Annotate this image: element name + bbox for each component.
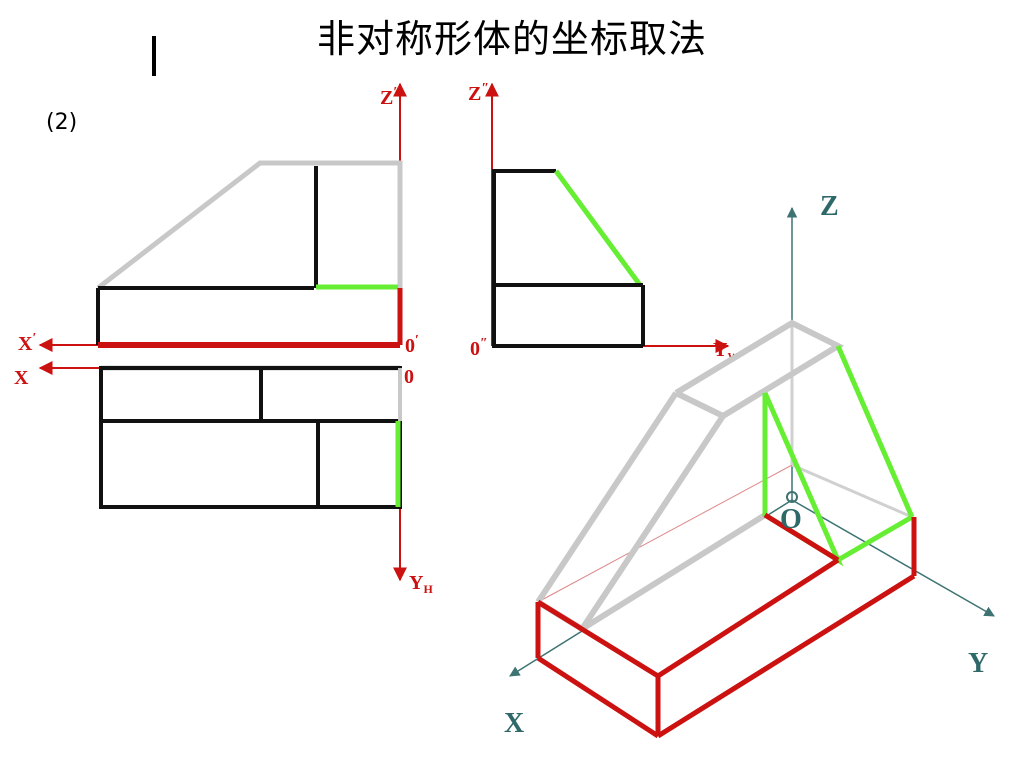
iso-origin-dot: [786, 491, 798, 503]
front-view-origin-label: 0′: [405, 333, 419, 357]
iso-x-label: X: [504, 708, 524, 739]
iso-y-label: Y: [968, 648, 988, 679]
figure-number-label: (2): [46, 110, 78, 135]
iso-red-left-bottom: [536, 655, 660, 739]
iso-red-top-back: [763, 512, 840, 563]
front-view-slope-edge: [96, 160, 403, 290]
iso-red-front-bottom: [656, 573, 916, 739]
iso-red-top-front: [656, 557, 840, 679]
top-view-x-label: X: [14, 367, 29, 389]
iso-grey-step-edge: [580, 512, 767, 632]
front-view: X′ Z′ 0′: [18, 82, 419, 357]
front-view-z-label: Z′: [380, 85, 397, 109]
iso-hidden-base-line: [537, 464, 793, 603]
iso-grey-hidden-base: [791, 463, 913, 519]
text-cursor-bar: [152, 36, 156, 76]
iso-green-back-slope: [835, 345, 915, 518]
slide-title: 非对称形体的坐标取法: [316, 17, 707, 61]
iso-red-top-left: [536, 599, 660, 679]
top-view: X 0 YH: [14, 361, 433, 596]
iso-green-base-edge: [836, 514, 914, 563]
top-view-origin-label: 0: [404, 366, 414, 388]
iso-origin-label: O: [780, 504, 802, 535]
side-view-green-slope: [553, 169, 643, 287]
iso-y-axis: [791, 499, 995, 617]
side-view-origin-label: 0″: [470, 336, 488, 360]
front-view-x-label: X′: [18, 331, 36, 355]
isometric-view: Z Y X O: [504, 191, 995, 739]
iso-grey-top-face: [674, 319, 845, 420]
top-view-y-label: YH: [409, 572, 433, 596]
iso-grey-slope-left: [535, 391, 679, 604]
top-view-outline: [99, 366, 402, 509]
iso-z-label: Z: [820, 191, 839, 222]
iso-grey-slope-right: [579, 414, 726, 631]
side-view: Z″ YW 0″: [468, 81, 738, 363]
side-view-z-label: Z″: [468, 81, 489, 105]
